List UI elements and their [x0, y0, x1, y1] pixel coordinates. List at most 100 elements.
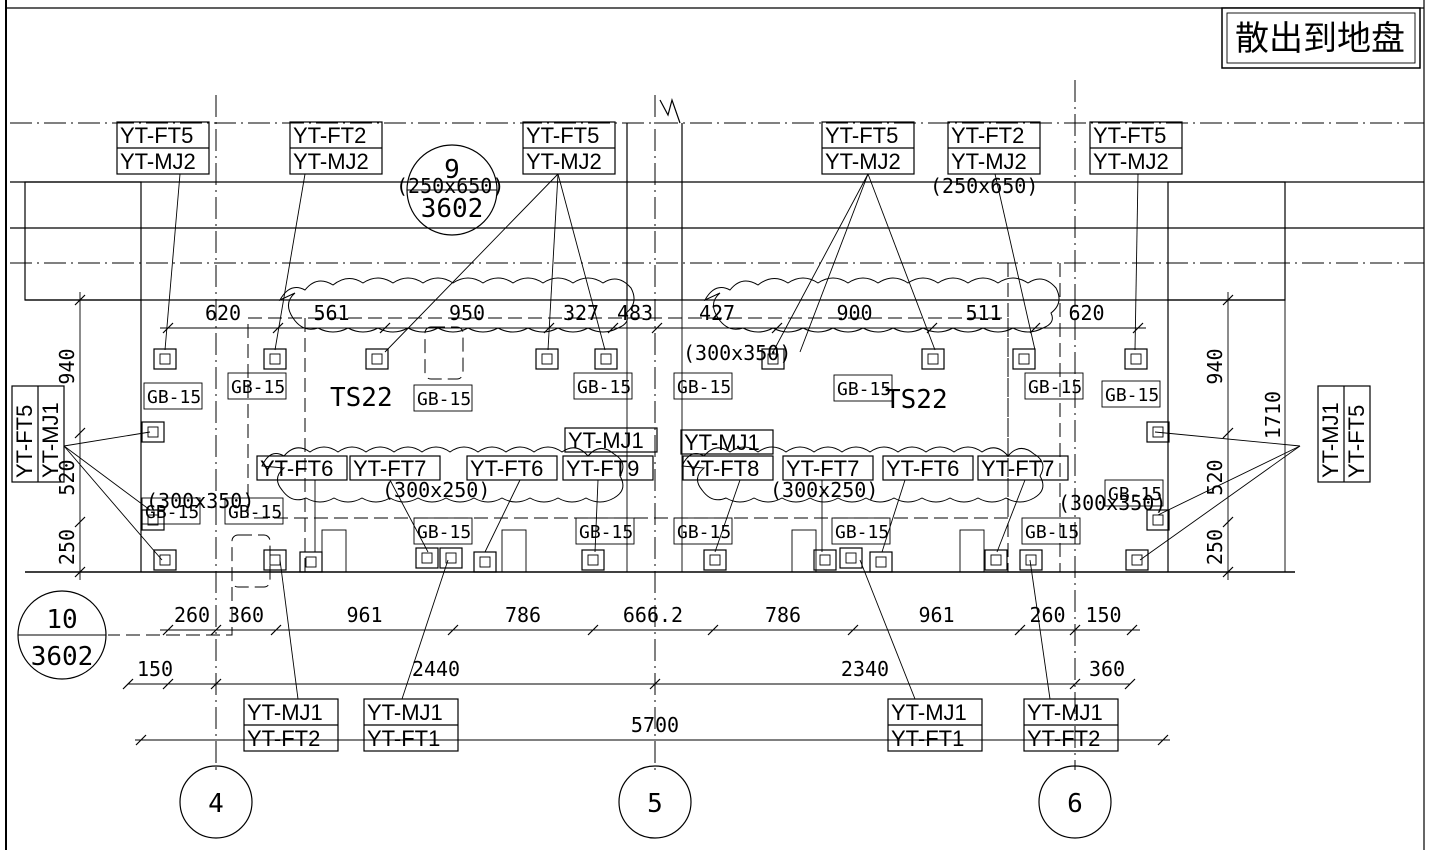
bottom-dim-tick [707, 624, 719, 636]
equipment-tags: YT-FT5YT-MJ2YT-FT2YT-MJ2YT-FT5YT-MJ2YT-F… [11, 121, 1371, 752]
top-dim-value: 620 [205, 301, 241, 325]
gb-label: GB-15 [1028, 377, 1082, 398]
span-dim-tick [649, 678, 661, 690]
room-label: TS22 [885, 385, 948, 415]
device-core [1025, 554, 1037, 566]
axis-label-6: 6 [1067, 789, 1083, 819]
gb-label-box [673, 372, 733, 400]
mid-top-tag-box [680, 429, 774, 455]
top-tag-line1: YT-FT5 [120, 123, 193, 148]
bottom-dim-tick [587, 624, 599, 636]
leader-line [384, 173, 559, 353]
top-dim-value: 427 [699, 301, 735, 325]
leader-line [401, 559, 449, 700]
top-tag-line2: YT-MJ2 [1093, 149, 1169, 174]
concrete-block-left [24, 181, 142, 301]
bottom-tag-line1: YT-MJ1 [891, 700, 967, 725]
leader-line [1154, 431, 1301, 447]
span-dim-tick [1069, 678, 1081, 690]
top-tag-line2: YT-MJ2 [293, 149, 369, 174]
leader-line [63, 445, 151, 511]
device-core [990, 554, 1002, 566]
device-core [845, 552, 857, 564]
revision-cloud [261, 446, 624, 503]
top-dim-tick [1132, 322, 1144, 334]
mid-top-tag: YT-MJ1 [684, 430, 760, 455]
top-dim-tick [771, 322, 783, 334]
bottom-tag-line1: YT-MJ1 [367, 700, 443, 725]
fixture-outline [791, 529, 817, 573]
top-tag-line2: YT-MJ2 [526, 149, 602, 174]
gb-label-box [1104, 479, 1164, 507]
top-tag-line1: YT-FT5 [526, 123, 599, 148]
left-dim-tick [74, 294, 86, 306]
bottom-tag-line2: YT-FT1 [891, 726, 964, 751]
bottom-dim-value: 260 [174, 603, 210, 627]
top-dim-value: 900 [836, 301, 872, 325]
device-symbol [761, 348, 785, 370]
total-dim-tick [1157, 734, 1169, 746]
device-symbol [473, 551, 497, 573]
section-mark-top: 9 [444, 155, 460, 185]
opening-size: (300x350) [683, 341, 791, 365]
device-symbol [263, 348, 287, 370]
device-symbol [984, 549, 1008, 571]
bottom-dim-tick [270, 624, 282, 636]
device-symbol [1012, 348, 1036, 370]
gb-label: GB-15 [147, 387, 201, 408]
opening-size: (250x650) [930, 174, 1038, 198]
device-core [709, 554, 721, 566]
fixture-outline [321, 529, 347, 573]
break-mark [659, 97, 681, 124]
bottom-dim-value: 961 [346, 603, 382, 627]
bottom-tag-line1: YT-MJ1 [247, 700, 323, 725]
mid-tag: YT-FT7 [786, 456, 859, 481]
span-dim-tick [1124, 678, 1136, 690]
bottom-tag-line1: YT-MJ1 [1027, 700, 1103, 725]
leader-line [274, 173, 306, 351]
device-core [445, 552, 457, 564]
device-symbol [415, 547, 439, 569]
right-dim-tick [1222, 516, 1234, 528]
opening-outline [424, 326, 464, 380]
device-symbol [703, 549, 727, 571]
device-core [159, 353, 171, 365]
top-dim-tick [379, 322, 391, 334]
leader-line [859, 559, 916, 700]
leader-line [799, 173, 869, 353]
mid-tag: YT-FT8 [686, 456, 759, 481]
top-dim-value: 950 [449, 301, 485, 325]
gb-label: GB-15 [677, 377, 731, 398]
bottom-tag-line2: YT-FT2 [247, 726, 320, 751]
device-symbol [141, 421, 165, 443]
mid-tag-box [562, 455, 654, 481]
device-symbol [839, 547, 863, 569]
mid-tag-box [882, 455, 974, 481]
gb-label: GB-15 [677, 522, 731, 543]
bottom-dim-value: 961 [918, 603, 954, 627]
top-dim-tick [162, 322, 174, 334]
device-core [767, 353, 779, 365]
gb-label-box [673, 517, 733, 545]
leader-line [389, 479, 429, 553]
device-symbol [921, 348, 945, 370]
gb-label: GB-15 [417, 522, 471, 543]
right-dim-value: 520 [1203, 459, 1227, 495]
device-core [1018, 353, 1030, 365]
mid-tag: YT-FT7 [353, 456, 426, 481]
bottom-dim-tick [1126, 624, 1138, 636]
bottom-dim-value: 150 [1085, 603, 1121, 627]
device-core [1152, 426, 1164, 438]
device-symbol [1124, 348, 1148, 370]
bottom-dim-tick [162, 624, 174, 636]
mid-tag: YT-FT6 [886, 456, 959, 481]
gb-label-box [1021, 517, 1081, 545]
axis-bubble-5 [618, 765, 692, 839]
gb-label: GB-15 [837, 379, 891, 400]
leader-line [772, 173, 869, 353]
bottom-dim-tick [1069, 624, 1081, 636]
leader-dashed [108, 587, 233, 636]
mid-tag-box [977, 455, 1069, 481]
title-box [1221, 7, 1421, 69]
